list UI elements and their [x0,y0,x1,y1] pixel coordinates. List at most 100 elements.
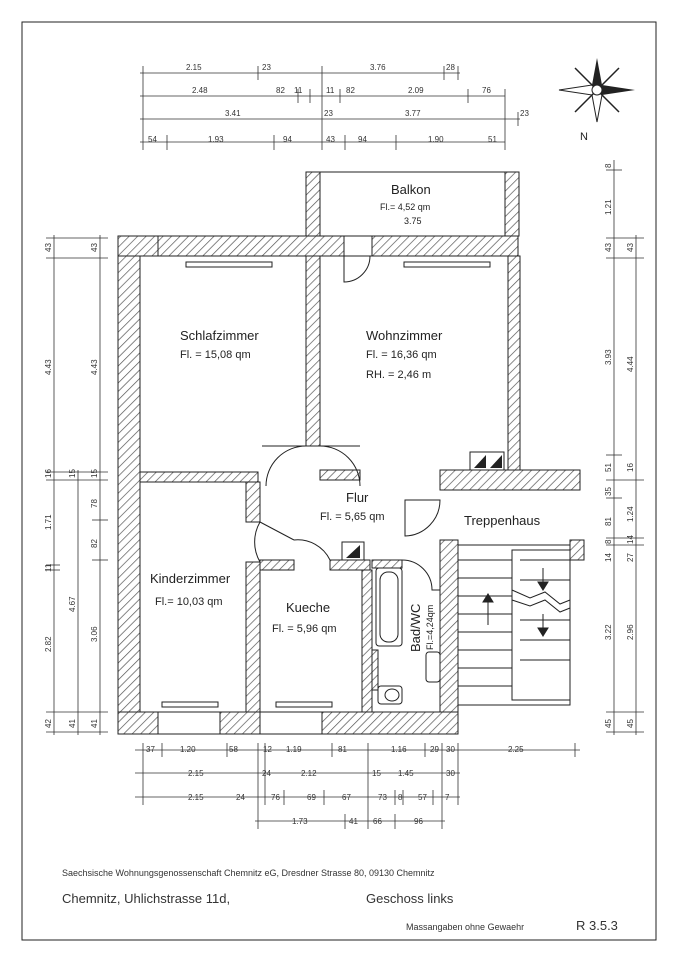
room-name: Kinderzimmer [150,571,231,586]
room-name: Balkon [391,182,431,197]
dim-label: 76 [271,793,280,802]
bathtub-icon [375,567,403,647]
doors [254,255,441,591]
dim-label: 2.48 [192,86,208,95]
dim-label: 8 [604,163,613,168]
room-bad: Bad/WC Fl.=4,24qm [408,604,435,652]
dim-label: 3.93 [604,349,613,365]
room-schlafzimmer: Schlafzimmer Fl. = 15,08 qm [180,328,259,361]
dim-label: 2.15 [188,793,204,802]
room-height: RH. = 2,46 m [366,369,431,381]
dim-label: 30 [446,769,455,778]
room-name: Kueche [286,600,330,615]
address-line: Chemnitz, Uhlichstrasse 11d, [62,891,230,906]
dim-label: 15 [68,469,77,478]
disclaimer: Massangaben ohne Gewaehr [406,922,524,932]
dim-label: 29 [430,745,439,754]
dim-label: 2.25 [508,745,524,754]
vent-shaft-icon [341,451,505,561]
dim-label: 23 [262,63,271,72]
dim-label: 1.20 [180,745,196,754]
dim-label: 15 [90,469,99,478]
dim-label: 1.16 [391,745,407,754]
dim-label: 1.90 [428,135,444,144]
dim-label: 43 [44,243,53,252]
dim-label: 96 [414,817,423,826]
dim-label: 4.44 [626,356,635,372]
dim-label: 73 [378,793,387,802]
dim-label: 3.41 [225,109,241,118]
dim-label: 3.76 [370,63,386,72]
dim-label: 23 [520,109,529,118]
dimension-lines-right [606,160,644,735]
room-area: Fl.= 4,52 qm [380,202,430,212]
dim-label: 1.19 [286,745,302,754]
room-area: Fl. = 16,36 qm [366,349,437,361]
compass-north-label: N [580,131,588,143]
dim-label: 14 [626,535,635,544]
dim-label: 16 [44,469,53,478]
toilet-icon [377,685,403,705]
balcony-outline [319,171,506,237]
dim-label: 8 [398,793,403,802]
dim-label: 94 [358,135,367,144]
dim-label: 1.71 [44,514,53,530]
room-name: Schlafzimmer [180,328,259,343]
dim-label: 51 [488,135,497,144]
company-line: Saechsische Wohnungsgenossenschaft Chemn… [62,868,435,878]
dim-label: 76 [482,86,491,95]
dim-label: 35 [604,487,613,496]
dim-label: 45 [626,719,635,728]
dim-label: 28 [446,63,455,72]
dim-label: 11 [294,86,303,95]
dim-label: 3.06 [90,626,99,642]
dim-label: 57 [418,793,427,802]
dim-label: 82 [90,539,99,548]
dim-label: 11 [44,563,53,572]
dimension-labels-bottom: 37 1.20 58 12 1.19 81 1.16 29 30 2.25 2.… [146,745,524,826]
dim-label: 43 [626,243,635,252]
room-area: Fl.=4,24qm [425,605,435,650]
dim-label: 2.15 [188,769,204,778]
dimension-lines-top [140,66,520,150]
dim-label: 41 [68,719,77,728]
stair-arrow-down-icon [537,568,549,637]
dim-label: 82 [276,86,285,95]
room-name: Flur [346,490,369,505]
room-treppenhaus: Treppenhaus [464,513,541,528]
dim-label: 24 [262,769,271,778]
room-flur: Flur Fl. = 5,65 qm [320,490,385,523]
dimension-labels-top: 2.15 23 3.76 28 2.48 82 11 11 82 2.09 76… [148,63,529,144]
dim-label: 2.15 [186,63,202,72]
room-name: Bad/WC [408,604,423,652]
dim-label: 24 [236,793,245,802]
room-name: Treppenhaus [464,513,541,528]
room-kueche: Kueche Fl. = 5,96 qm [272,600,337,635]
stair-arrow-up-icon [482,593,494,625]
dim-label: 78 [90,499,99,508]
dim-label: 15 [372,769,381,778]
dim-label: 94 [283,135,292,144]
dim-label: 2.12 [301,769,317,778]
windows [157,235,491,735]
dim-label: 45 [604,719,613,728]
room-area: Fl. = 5,96 qm [272,623,337,635]
dimension-lines-left [46,235,108,735]
dim-label: 11 [326,86,335,95]
dimension-lines-bottom [135,743,580,829]
dim-label: 23 [324,109,333,118]
dim-label: 51 [604,463,613,472]
dim-label: 1.73 [292,817,308,826]
dim-label: 7 [445,793,450,802]
dim-label: 58 [229,745,238,754]
dim-label: 1.93 [208,135,224,144]
dim-label: 69 [307,793,316,802]
dim-label: 16 [626,463,635,472]
dim-label: 67 [342,793,351,802]
plan-code: R 3.5.3 [576,918,618,933]
dim-label: 1.21 [604,199,613,215]
dim-label: 1.45 [398,769,414,778]
dim-label: 37 [146,745,155,754]
dim-label: 4.43 [44,359,53,375]
